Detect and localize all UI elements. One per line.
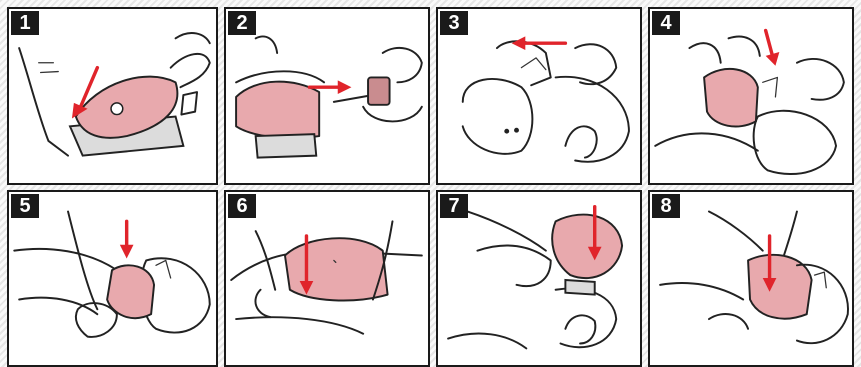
mask-seal-chin-icon: [9, 192, 216, 365]
step-panel-4: 4: [648, 7, 854, 185]
step-panel-5: 5: [7, 190, 218, 367]
step-panel-7: 7: [436, 190, 642, 367]
step-panel-3: 3: [436, 7, 642, 185]
step-panel-1: 1: [7, 7, 218, 185]
mask-press-face-icon: [226, 192, 428, 365]
step-panel-8: 8: [648, 190, 854, 367]
step-number-badge: 7: [440, 194, 468, 218]
step-number-badge: 1: [11, 11, 39, 35]
head-tilt-icon: [438, 9, 640, 183]
step-number-badge: 5: [11, 194, 39, 218]
step-panel-6: 6: [224, 190, 430, 367]
step-number-badge: 2: [228, 11, 256, 35]
mask-valve-attach-icon: [226, 9, 428, 183]
mask-position-nose-icon: [650, 9, 852, 183]
mask-chin-lift-icon: [650, 192, 852, 365]
mask-hold-side-icon: [438, 192, 640, 365]
step-panel-2: 2: [224, 7, 430, 185]
step-number-badge: 4: [652, 11, 680, 35]
mask-unfold-icon: [9, 9, 216, 183]
step-number-badge: 3: [440, 11, 468, 35]
step-number-badge: 6: [228, 194, 256, 218]
step-number-badge: 8: [652, 194, 680, 218]
